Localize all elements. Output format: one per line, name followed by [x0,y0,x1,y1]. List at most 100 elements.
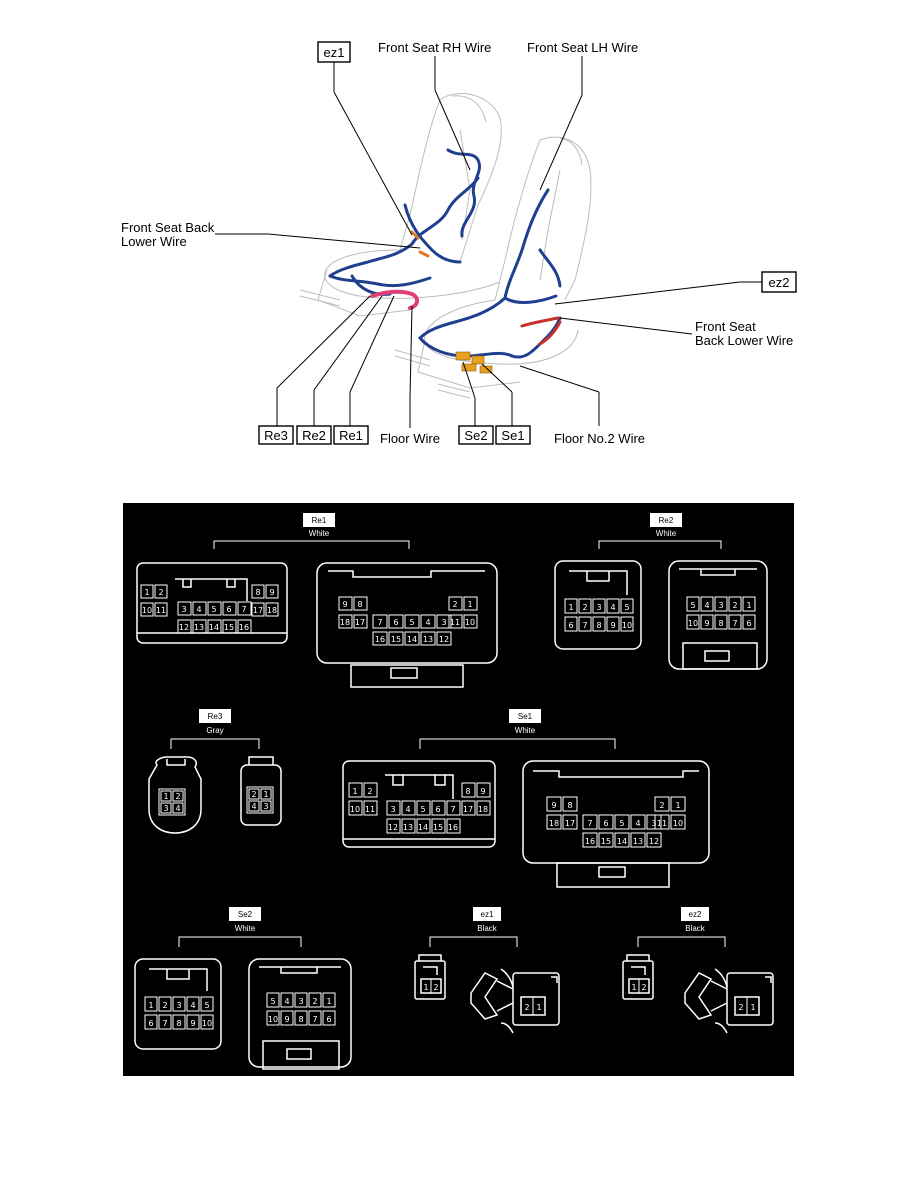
svg-text:10: 10 [622,621,632,630]
svg-text:9: 9 [269,588,274,597]
floor-no2-connectors [455,351,493,374]
svg-text:14: 14 [407,635,417,644]
svg-text:2: 2 [452,600,457,609]
svg-text:7: 7 [582,621,587,630]
svg-text:3: 3 [176,1001,181,1010]
svg-text:13: 13 [194,623,204,632]
svg-text:8: 8 [357,600,362,609]
svg-text:8: 8 [596,621,601,630]
svg-text:4: 4 [284,997,289,1006]
svg-text:8: 8 [567,801,572,810]
re3-color: Gray [206,726,223,735]
callout-re1-label: Re1 [339,428,363,443]
svg-text:17: 17 [463,805,473,814]
svg-text:1: 1 [467,600,472,609]
svg-text:4: 4 [704,601,709,610]
svg-text:10: 10 [350,805,360,814]
svg-text:14: 14 [418,823,428,832]
svg-text:15: 15 [601,837,611,846]
svg-text:15: 15 [433,823,443,832]
svg-text:1: 1 [163,792,168,801]
seat-outlines [299,93,592,399]
svg-text:3: 3 [298,997,303,1006]
svg-text:1: 1 [746,601,751,610]
svg-text:6: 6 [226,605,231,614]
re1-color: White [309,529,330,538]
svg-text:17: 17 [253,606,263,615]
label-front-seat-lh-wire: Front Seat LH Wire [527,40,638,55]
svg-text:13: 13 [633,837,643,846]
svg-text:6: 6 [326,1015,331,1024]
svg-text:3: 3 [651,819,656,828]
svg-text:1: 1 [352,787,357,796]
callout-re3: Re3 [258,425,294,445]
svg-text:13: 13 [403,823,413,832]
se1-tag: Se1 [518,712,533,721]
re1-tag-box [303,513,335,527]
svg-text:6: 6 [746,619,751,628]
svg-text:5: 5 [619,819,624,828]
label-front-seat-back-lower-wire-left-l1: Front Seat Back [121,220,215,235]
svg-text:10: 10 [202,1019,212,1028]
svg-text:13: 13 [423,635,433,644]
svg-text:1: 1 [568,603,573,612]
svg-text:5: 5 [204,1001,209,1010]
svg-text:10: 10 [688,619,698,628]
ez2-tag: ez2 [689,910,702,919]
svg-text:9: 9 [551,801,556,810]
svg-text:14: 14 [209,623,219,632]
svg-text:3: 3 [390,805,395,814]
label-front-seat-back-lower-wire-left-l2: Lower Wire [121,234,187,249]
callout-se1: Se1 [495,425,531,445]
svg-text:8: 8 [718,619,723,628]
svg-text:12: 12 [439,635,449,644]
svg-text:14: 14 [617,837,627,846]
svg-text:17: 17 [355,618,365,627]
ez1-tag-box [473,907,501,921]
svg-text:18: 18 [340,618,350,627]
callout-re2: Re2 [296,425,332,445]
front-seat-lh-harness [418,188,562,359]
svg-text:3: 3 [163,804,168,813]
svg-text:4: 4 [251,802,256,811]
callout-se1-label: Se1 [501,428,524,443]
back-lower-wire-harness [410,230,562,346]
svg-text:2: 2 [732,601,737,610]
svg-text:10: 10 [142,606,152,615]
svg-text:1: 1 [675,801,680,810]
svg-text:7: 7 [587,819,592,828]
svg-text:8: 8 [255,588,260,597]
ez1-color: Black [477,924,498,933]
svg-text:9: 9 [284,1015,289,1024]
svg-text:12: 12 [179,623,189,632]
svg-text:3: 3 [441,618,446,627]
svg-text:4: 4 [635,819,640,828]
svg-text:16: 16 [375,635,385,644]
svg-text:12: 12 [388,823,398,832]
se2-tag-box [229,907,261,921]
svg-text:5: 5 [270,997,275,1006]
svg-text:6: 6 [568,621,573,630]
svg-text:9: 9 [480,787,485,796]
ez2-color: Black [685,924,706,933]
svg-text:4: 4 [175,804,180,813]
svg-text:7: 7 [162,1019,167,1028]
svg-text:11: 11 [450,618,460,627]
svg-text:11: 11 [657,819,667,828]
label-front-seat-back-lower-wire-right-l1: Front Seat [695,319,756,334]
svg-text:6: 6 [603,819,608,828]
svg-text:2: 2 [433,983,438,992]
svg-text:11: 11 [365,805,375,814]
svg-text:1: 1 [144,588,149,597]
svg-text:2: 2 [312,997,317,1006]
se1-tag-box [509,709,541,723]
callout-ez1-label: ez1 [324,45,345,60]
svg-text:3: 3 [181,605,186,614]
re3-tag-box [199,709,231,723]
svg-text:2: 2 [738,1003,743,1012]
svg-text:1: 1 [536,1003,541,1012]
